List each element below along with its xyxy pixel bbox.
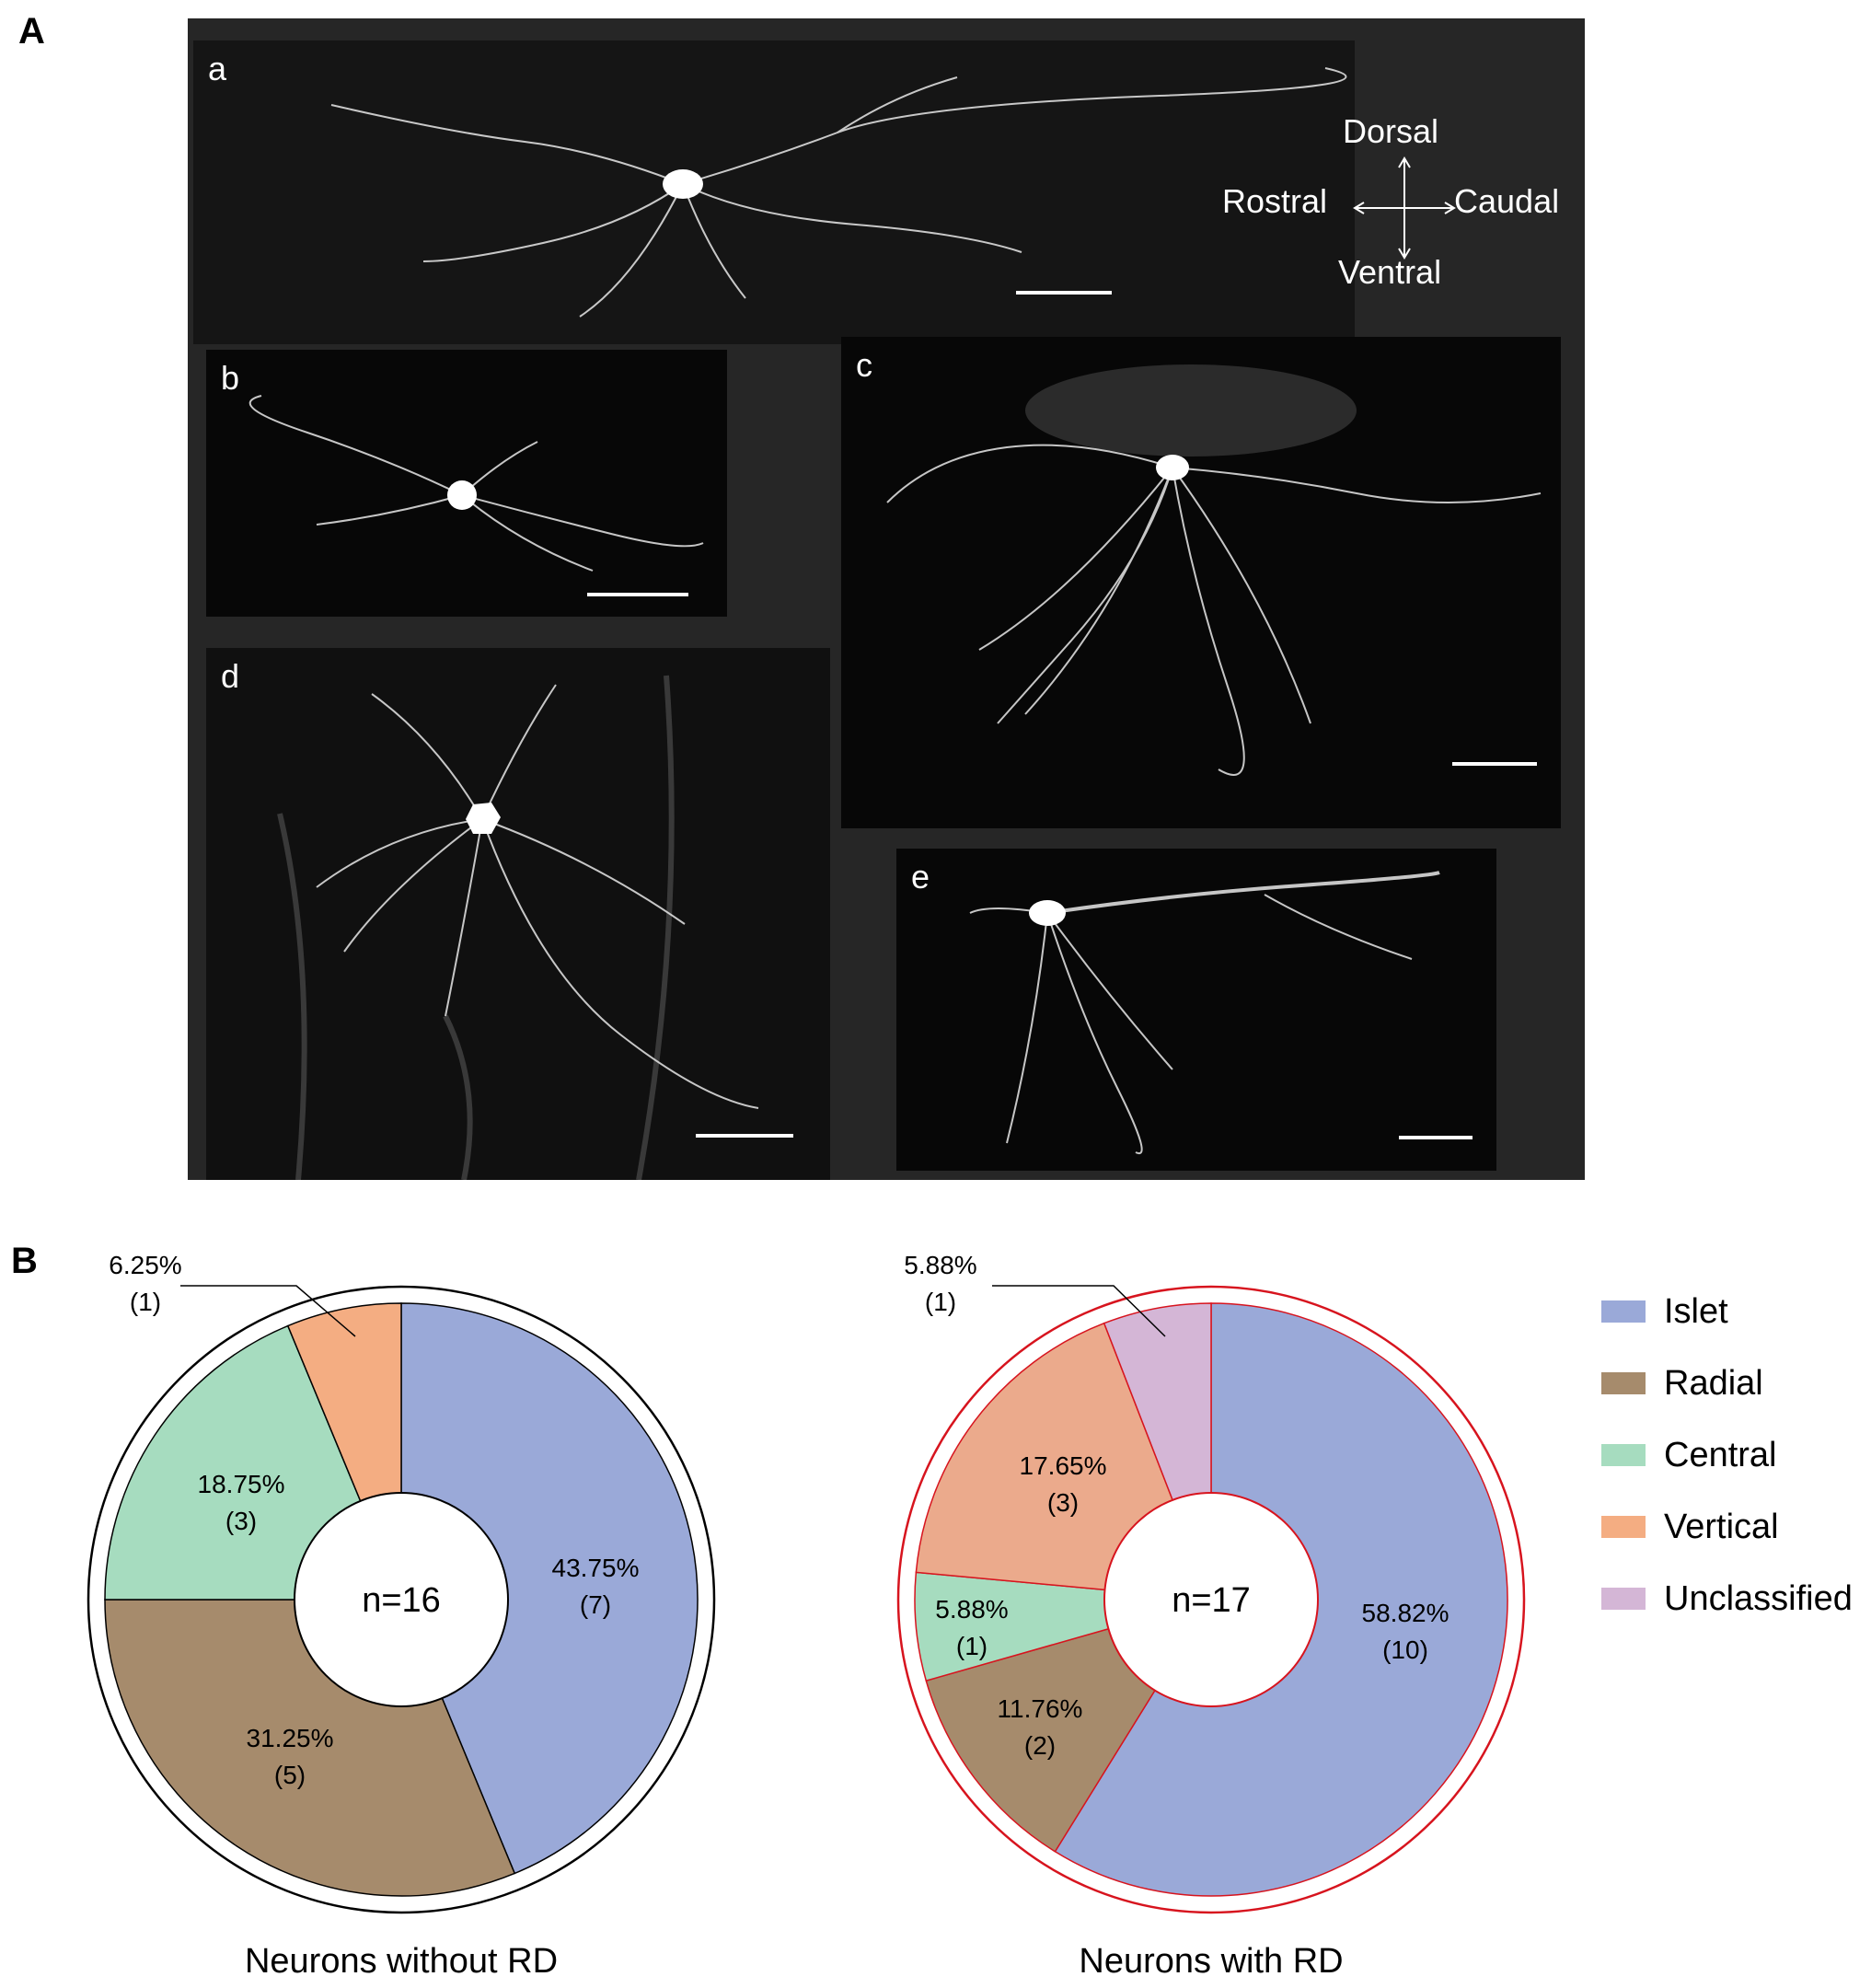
slice-label-unclassified-leader-line [992, 1285, 1166, 1337]
legend-swatch-central [1601, 1444, 1646, 1466]
legend-swatch-radial [1601, 1372, 1646, 1394]
legend-label-radial: Radial [1664, 1363, 1763, 1403]
legend-item-vertical: Vertical [1601, 1507, 1853, 1546]
subpanel-label-d: d [221, 657, 240, 695]
slice-label-vertical-count: (3) [1047, 1488, 1079, 1517]
pie-center-hole [1103, 1492, 1319, 1707]
slice-label-central-count: (3) [225, 1507, 257, 1535]
pie-center-label: n=17 [1172, 1581, 1251, 1620]
slice-label-vertical-count: (1) [130, 1288, 161, 1316]
pie-outer-ring [87, 1285, 716, 1914]
scalebar-b [587, 593, 688, 596]
legend-item-radial: Radial [1601, 1363, 1853, 1403]
legend-label-central: Central [1664, 1435, 1777, 1474]
slice-label-central-percent: 5.88% [935, 1595, 1008, 1624]
panel-label-a: A [18, 11, 45, 52]
slice-label-vertical-leader-line [180, 1285, 356, 1337]
neuron-b-image [248, 395, 704, 572]
neuron-e-image [969, 871, 1440, 1155]
slice-label-central-count: (1) [956, 1632, 987, 1660]
slice-label-vertical-percent: 6.25% [109, 1251, 181, 1279]
neuron-d-image [277, 675, 759, 1180]
micrograph-d: d [206, 648, 830, 1180]
slice-label-unclassified-percent: 5.88% [904, 1251, 976, 1279]
slice-label-islet-percent: 43.75% [552, 1554, 640, 1582]
legend-item-unclassified: Unclassified [1601, 1578, 1853, 1618]
slice-label-radial-count: (5) [274, 1761, 306, 1789]
neuron-c-image [886, 364, 1542, 776]
slice-label-radial-percent: 11.76% [998, 1694, 1083, 1723]
neuron-a-image [330, 67, 1347, 318]
slice-label-islet-percent: 58.82% [1362, 1599, 1449, 1627]
pie-chart-1: n=17 58.82% (10) 11.76% (2) 5.88% (1) 17.65% (3)… [896, 1251, 1526, 1914]
scalebar-e [1399, 1136, 1473, 1139]
orientation-ventral: Ventral [1338, 253, 1442, 291]
micrograph-panel: a Dorsal Ventral Rostral Caudal [188, 18, 1585, 1180]
orientation-rostral: Rostral [1222, 182, 1328, 220]
orientation-dorsal: Dorsal [1343, 112, 1439, 150]
slice-label-unclassified-count: (1) [925, 1288, 956, 1316]
legend-item-islet: Islet [1601, 1291, 1853, 1331]
orientation-arrows-icon [1353, 156, 1456, 260]
scalebar-c [1452, 762, 1537, 766]
legend-swatch-islet [1601, 1300, 1646, 1323]
pie-outer-ring [896, 1285, 1526, 1914]
slice-label-radial-percent: 31.25% [247, 1724, 334, 1752]
legend-label-vertical: Vertical [1664, 1507, 1779, 1546]
scalebar-a [1016, 291, 1112, 295]
slice-label-islet-count: (10) [1382, 1635, 1428, 1664]
panel-label-b: B [11, 1241, 38, 1281]
legend-item-central: Central [1601, 1435, 1853, 1474]
micrograph-b: b [206, 350, 727, 617]
legend: Islet Radial Central Vertical Unclassifi… [1601, 1291, 1853, 1652]
legend-swatch-vertical [1601, 1516, 1646, 1538]
pie-chart-0: n=16 43.75% (7) 31.25% (5) 18.75% (3) 6.25% (1) [87, 1251, 716, 1914]
micrograph-a: a [193, 40, 1355, 344]
micrograph-e: e [896, 849, 1496, 1171]
slice-label-radial-count: (2) [1024, 1731, 1056, 1760]
pie-slice-islet [400, 1302, 699, 1875]
subpanel-label-c: c [856, 346, 872, 384]
legend-label-unclassified: Unclassified [1664, 1578, 1853, 1618]
micrograph-c: c [841, 337, 1561, 828]
scalebar-d [696, 1134, 793, 1138]
subpanel-label-e: e [911, 858, 930, 896]
legend-label-islet: Islet [1664, 1291, 1728, 1331]
pie-title-without-rd: Neurons without RD [244, 1942, 559, 1981]
pie-center-hole [294, 1492, 509, 1707]
subpanel-label-b: b [221, 359, 240, 397]
legend-swatch-unclassified [1601, 1588, 1646, 1610]
pie-center-label: n=16 [362, 1581, 441, 1620]
pie-title-with-rd: Neurons with RD [1079, 1942, 1344, 1981]
subpanel-label-a: a [208, 50, 227, 87]
slice-label-vertical-percent: 17.65% [1020, 1451, 1107, 1480]
orientation-caudal: Caudal [1454, 182, 1560, 220]
slice-label-islet-count: (7) [580, 1590, 611, 1619]
slice-label-central-percent: 18.75% [198, 1470, 285, 1498]
